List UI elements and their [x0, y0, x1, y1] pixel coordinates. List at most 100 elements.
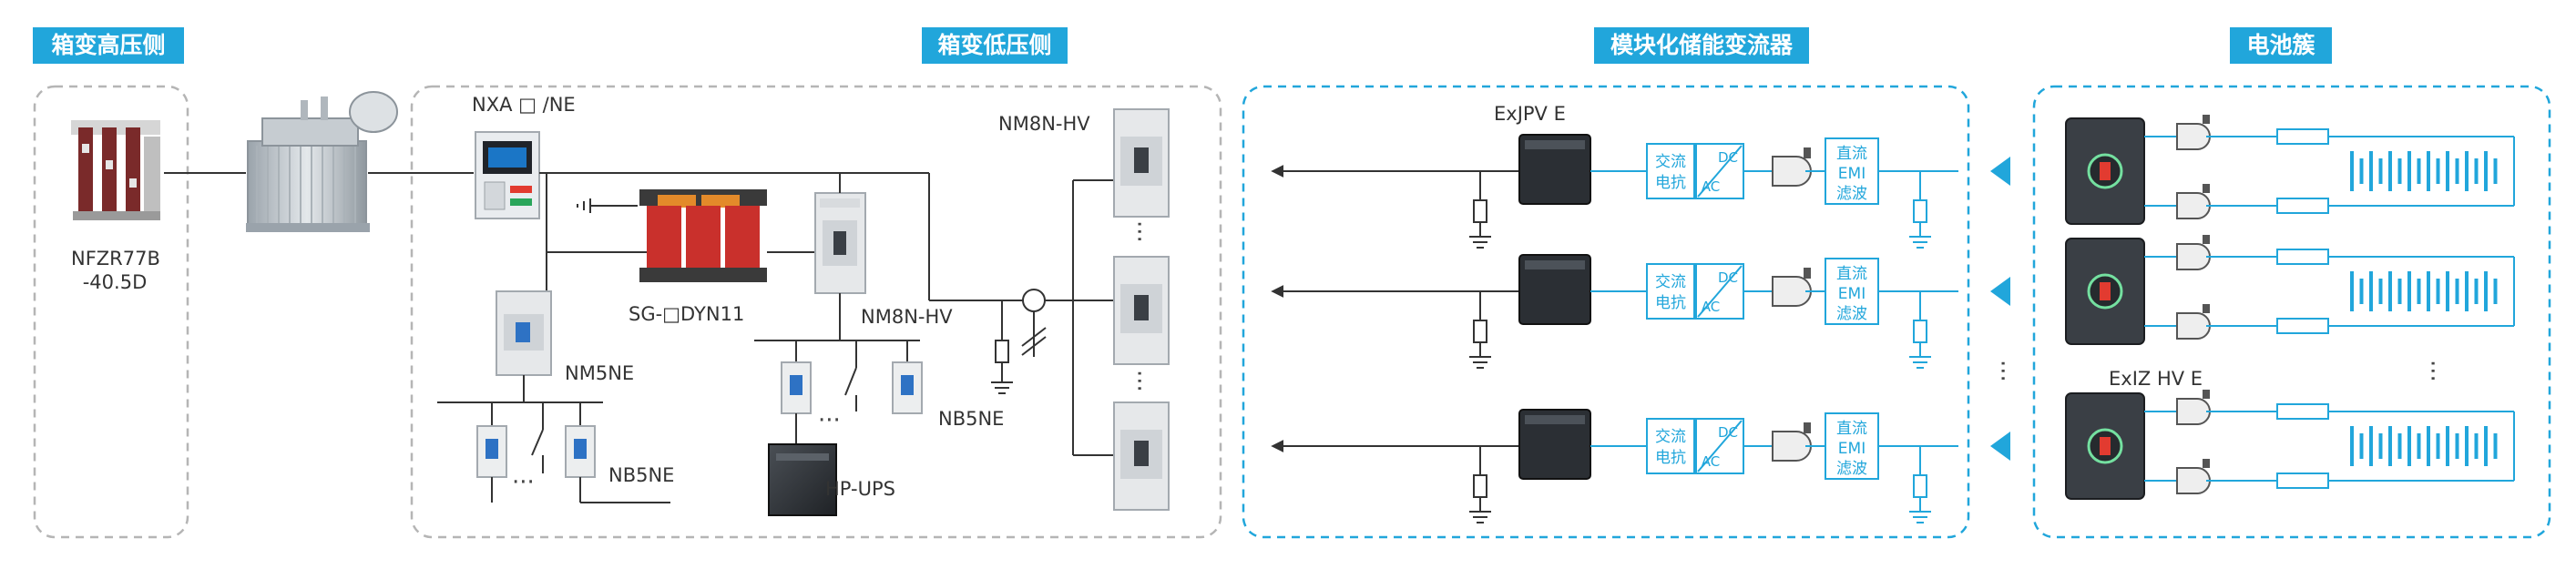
- switch-symbol-mid: [844, 340, 857, 412]
- nb5ne-breaker-left-2: [565, 402, 670, 503]
- label-nxa: NXA □ /NE: [472, 94, 576, 116]
- emi-text-3: 滤波: [1836, 305, 1867, 323]
- nxa-air-circuit-breaker: [475, 131, 540, 219]
- emi-text-2: EMI: [1838, 165, 1866, 183]
- battery-cell-stack: [2350, 426, 2498, 466]
- fuse-icon: [2276, 403, 2329, 420]
- ac-label: AC: [1702, 299, 1720, 315]
- contactor-icon: [1772, 156, 1812, 187]
- battery-contactor-icon: [2176, 467, 2211, 494]
- nm8n-breaker-bottom: [1113, 401, 1170, 511]
- dc-emi-filter-block: [1825, 137, 1879, 205]
- label-exiz: ExIZ HV E: [2109, 368, 2203, 390]
- dc-surge-arrester: [1913, 474, 1927, 498]
- surge-arrester: [1473, 199, 1487, 223]
- nm8n-breaker-middle: [1113, 256, 1170, 365]
- flow-arrow-icon: [1990, 432, 2010, 461]
- ground-symbol-sg: [577, 198, 638, 213]
- header-pcs: 模块化储能变流器: [1594, 27, 1809, 64]
- battery-contactor-icon: [2176, 312, 2211, 340]
- fuse-icon: [2276, 128, 2329, 145]
- pcs-section-border: [1242, 85, 1970, 539]
- ac-label: AC: [1702, 453, 1720, 470]
- fuse-icon: [2276, 472, 2329, 489]
- ac-reactor-text-1: 交流: [1655, 273, 1686, 291]
- emi-text-1: 直流: [1836, 420, 1867, 438]
- ac-reactor-text-2: 电抗: [1655, 294, 1686, 312]
- nb5ne-breaker-mid-1: [781, 340, 812, 444]
- flow-arrow-icon: [1990, 157, 2010, 186]
- ac-reactor-text-1: 交流: [1655, 428, 1686, 446]
- ac-reactor-block: [1646, 143, 1695, 199]
- dc-surge-arrester: [1913, 199, 1927, 223]
- pcs-module: [1518, 409, 1591, 480]
- battery-section-border: [2032, 85, 2551, 539]
- dc-surge-arrester: [1913, 320, 1927, 343]
- ac-label: AC: [1702, 178, 1720, 195]
- dc-label: DC: [1718, 424, 1738, 441]
- switch-symbol-left: [531, 402, 544, 473]
- battery-cell-stack: [2350, 151, 2498, 191]
- nfzr77b-switch: [71, 120, 160, 220]
- pcs-module: [1518, 134, 1591, 205]
- dc-label: DC: [1718, 149, 1738, 166]
- label-nb5ne-mid: NB5NE: [938, 408, 1005, 430]
- emi-text-3: 滤波: [1836, 460, 1867, 478]
- fuse-icon: [2276, 318, 2329, 334]
- label-sg-dyn11: SG-□DYN11: [629, 303, 745, 325]
- ac-reactor-block: [1646, 418, 1695, 474]
- ellipsis-lv-mid: ···: [818, 407, 841, 434]
- ellipsis-battery: ···: [2418, 360, 2446, 382]
- lv-section-border: [410, 85, 1222, 539]
- label-nb5ne-left: NB5NE: [608, 464, 675, 486]
- emi-text-1: 直流: [1836, 265, 1867, 283]
- ellipsis-lv-left: ···: [512, 469, 535, 496]
- surge-arrester: [1473, 474, 1487, 498]
- hp-ups-unit: [768, 443, 837, 516]
- nb5ne-breaker-mid-2: [892, 340, 923, 414]
- nm5ne-breaker: [496, 290, 552, 376]
- label-exjpv: ExJPV E: [1494, 103, 1566, 125]
- nm8n-breaker-mid: [814, 192, 866, 294]
- ellipsis-nm8n-2: ···: [1125, 370, 1152, 392]
- battery-contactor-icon: [2176, 243, 2211, 270]
- fuse-icon: [2276, 249, 2329, 265]
- battery-cell-stack: [2350, 271, 2498, 311]
- emi-text-2: EMI: [1838, 285, 1866, 303]
- label-nm8n-mid: NM8N-HV: [861, 306, 953, 328]
- battery-contactor-icon: [2176, 192, 2211, 219]
- contactor-icon: [1772, 431, 1812, 462]
- label-nm5ne: NM5NE: [565, 362, 635, 384]
- label-hp-ups: HP-UPS: [825, 478, 895, 500]
- label-nfzr-spec: -40.5D: [82, 271, 148, 293]
- ellipsis-nm8n-1: ···: [1125, 220, 1152, 243]
- nb5ne-breaker-left-1: [476, 402, 507, 503]
- pcs-module: [1518, 254, 1591, 325]
- surge-arrester: [1473, 320, 1487, 343]
- header-hv-side: 箱变高压侧: [33, 27, 184, 64]
- hv-section-border: [33, 85, 189, 539]
- dc-label: DC: [1718, 269, 1738, 286]
- ac-reactor-text-1: 交流: [1655, 153, 1686, 171]
- ellipsis-pcs: ···: [1988, 360, 2016, 382]
- battery-contactor-icon: [2176, 123, 2211, 150]
- ac-reactor-text-2: 电抗: [1655, 449, 1686, 467]
- power-transformer: [246, 91, 398, 232]
- dc-emi-filter-block: [1825, 258, 1879, 325]
- label-nfzr77b: NFZR77B: [71, 248, 160, 269]
- fuse-icon: [2276, 198, 2329, 214]
- surge-arrester-lv: [991, 300, 1013, 394]
- emi-text-1: 直流: [1836, 145, 1867, 163]
- ac-reactor-block: [1646, 263, 1695, 320]
- emi-text-2: EMI: [1838, 440, 1866, 458]
- sg-dyn11-transformer: [639, 189, 767, 282]
- header-lv-side: 箱变低压侧: [922, 27, 1068, 64]
- flow-arrow-icon: [1990, 277, 2010, 306]
- nm8n-breaker-top: [1113, 108, 1170, 218]
- emi-text-3: 滤波: [1836, 185, 1867, 203]
